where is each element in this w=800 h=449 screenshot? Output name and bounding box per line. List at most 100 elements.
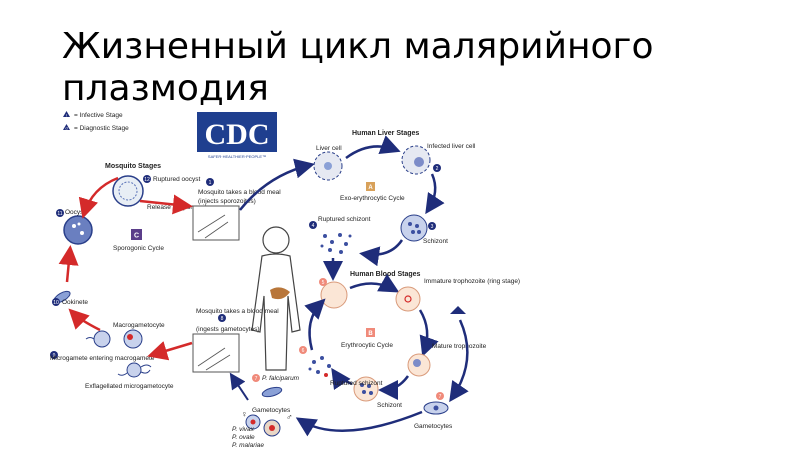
svg-text:3: 3 bbox=[431, 224, 434, 230]
svg-text:d: d bbox=[65, 126, 67, 131]
legend-diagnostic: = Diagnostic Stage bbox=[74, 125, 129, 132]
arrow-to-ookinete bbox=[68, 308, 101, 332]
label-macrogametocyte: Macrogametocyte bbox=[113, 322, 165, 329]
arrow-schizont-to-ruptured bbox=[331, 367, 353, 391]
label-microgamete: Microgamete entering macrogamete bbox=[50, 355, 155, 362]
svg-text:12: 12 bbox=[144, 177, 150, 183]
cycle-c-badge bbox=[131, 229, 142, 240]
label-exo-cycle: Exo-erythrocytic Cycle bbox=[340, 195, 405, 202]
label-schizont-liver: Schizont bbox=[423, 238, 448, 245]
ruptured-oocyst bbox=[112, 175, 144, 207]
cycle-b-badge bbox=[366, 328, 375, 337]
arrow-gametocytes-to-species bbox=[295, 410, 423, 437]
label-schizont-blood: Schizont bbox=[377, 402, 402, 409]
bite2-box bbox=[192, 333, 240, 373]
svg-text:5: 5 bbox=[322, 280, 325, 286]
label-infected-liver-cell: Infected liver cell bbox=[427, 143, 476, 150]
svg-text:A: A bbox=[368, 185, 373, 191]
cdc-logo-text: CDC bbox=[205, 118, 270, 151]
diagnostic-marker-ring bbox=[450, 306, 466, 314]
cdc-tagline: SAFER·HEALTHIER·PEOPLE™ bbox=[208, 154, 266, 159]
label-erythrocytic-cycle: Erythrocytic Cycle bbox=[341, 342, 393, 349]
svg-text:6: 6 bbox=[302, 348, 305, 354]
step-badge-8 bbox=[218, 314, 226, 322]
infective-stage-icon bbox=[63, 111, 70, 117]
arrow-schizont-to-ruptured bbox=[359, 239, 404, 267]
arrow-infected-to-schizont bbox=[425, 173, 445, 215]
blood-schizont bbox=[353, 376, 379, 402]
svg-text:i: i bbox=[66, 113, 67, 118]
macrogametocyte bbox=[123, 329, 143, 349]
label-oocyst: Oocyst bbox=[65, 209, 85, 216]
liver-cell bbox=[313, 151, 343, 181]
step-badge-9 bbox=[50, 351, 58, 359]
label-gametocytes: Gametocytes bbox=[252, 407, 291, 414]
label-bite1: Mosquito takes a blood meal bbox=[198, 189, 281, 196]
arrow-bite1-to-liver bbox=[239, 158, 315, 211]
arrow-ring-to-gametocytes bbox=[449, 319, 469, 403]
arrow-liver-to-infected bbox=[345, 135, 401, 160]
blood-gametocytes bbox=[423, 401, 449, 415]
female-symbol: ♀ bbox=[241, 409, 248, 419]
arrow-gametocytes-to-bite2 bbox=[229, 372, 249, 401]
arrow-ruptured-to-rbc bbox=[304, 298, 326, 351]
svg-text:7: 7 bbox=[439, 394, 442, 400]
svg-text:B: B bbox=[368, 331, 373, 337]
exflagellated-microgametocyte bbox=[117, 362, 152, 378]
arrow-ring-to-mature bbox=[418, 309, 439, 357]
step-badge-7 bbox=[436, 392, 444, 400]
bite1-box bbox=[192, 205, 240, 241]
step-badge-11 bbox=[56, 209, 64, 217]
svg-text:C: C bbox=[134, 233, 139, 240]
heading-mosquito-stages: Mosquito Stages bbox=[105, 163, 161, 170]
label-immature-trophozoite: Immature trophozoite (ring stage) bbox=[424, 278, 520, 285]
legend-infective: = Infective Stage bbox=[74, 112, 123, 119]
label-p-falciparum: P. falciparum bbox=[262, 375, 300, 382]
arrow-to-bite1 bbox=[139, 194, 193, 215]
step-badge-3 bbox=[428, 222, 436, 230]
label-bite1-sub: (injects sporozoites) bbox=[198, 198, 256, 205]
mature-trophozoite bbox=[407, 353, 431, 377]
label-ruptured-schizont-blood: Ruptured schizont bbox=[330, 380, 383, 387]
arrow-bite2-to-gametes bbox=[147, 341, 193, 361]
svg-text:11: 11 bbox=[57, 211, 62, 217]
step-badge-12 bbox=[143, 175, 151, 183]
diagnostic-stage-icon bbox=[63, 124, 70, 130]
step-badge-4 bbox=[309, 221, 317, 229]
svg-text:8: 8 bbox=[221, 316, 224, 322]
male-symbol: ♂ bbox=[286, 412, 293, 422]
label-ruptured-oocyst: Ruptured oocyst bbox=[153, 176, 201, 183]
step-badge-5 bbox=[319, 278, 327, 286]
step-badge-1 bbox=[206, 178, 214, 186]
label-gametocytes-blood: Gametocytes bbox=[414, 423, 453, 430]
label-bite2: Mosquito takes a blood meal bbox=[196, 308, 279, 315]
svg-text:7: 7 bbox=[255, 376, 258, 382]
infected-liver-cell bbox=[401, 145, 431, 175]
label-sporogonic-cycle: Sporogonic Cycle bbox=[113, 245, 164, 252]
label-p-ovale: P. ovale bbox=[232, 434, 255, 441]
label-ookinete: Ookinete bbox=[62, 299, 88, 306]
label-exflagellated: Exflagellated microgametocyte bbox=[85, 383, 174, 390]
cdc-logo: CDC SAFER·HEALTHIER·PEOPLE™ bbox=[197, 112, 277, 160]
ruptured-schizont-liver bbox=[320, 233, 352, 254]
label-liver-cell: Liver cell bbox=[316, 145, 342, 152]
arrow-oocyst-to-ruptured bbox=[78, 176, 119, 219]
arrow-mature-to-schizont bbox=[378, 375, 410, 400]
human-body bbox=[251, 226, 301, 371]
svg-text:10: 10 bbox=[53, 300, 59, 306]
species-gametocytes: 7 P. falciparum Gametocytes ♀ ♂ P. vivax… bbox=[232, 374, 300, 449]
legend: i = Infective Stage d = Diagnostic Stage bbox=[63, 111, 129, 132]
ruptured-schizont-blood bbox=[308, 356, 331, 377]
arrow-rbc-to-ring bbox=[349, 273, 400, 293]
immature-trophozoite bbox=[395, 286, 421, 312]
label-bite2-sub: (ingests gametocytes) bbox=[196, 326, 260, 333]
oocyst bbox=[63, 215, 93, 245]
liver-schizont bbox=[400, 214, 428, 242]
svg-text:4: 4 bbox=[312, 223, 315, 229]
label-ruptured-schizont-liver: Ruptured schizont bbox=[318, 216, 371, 223]
heading-blood-stages: Human Blood Stages bbox=[350, 271, 421, 278]
svg-text:1: 1 bbox=[209, 180, 212, 186]
cycle-a-badge bbox=[366, 182, 375, 191]
microgamete bbox=[85, 330, 111, 348]
